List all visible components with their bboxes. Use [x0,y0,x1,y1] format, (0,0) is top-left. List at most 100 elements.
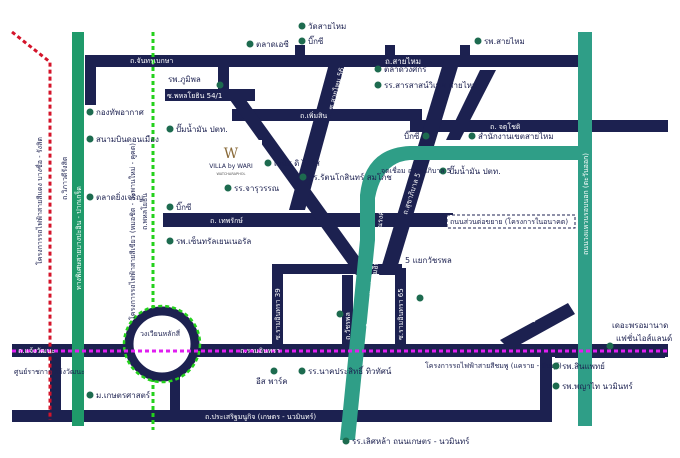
road-lower-mid-connector [170,355,180,415]
poi-dot-samnakngan [468,132,476,140]
poi-dot-bigc-top [298,37,306,45]
road-wacharapol-lower [342,275,353,350]
road-sukhaphiban-5 [379,60,460,275]
road-phahon-541 [165,89,255,101]
road-thepharak [163,213,453,227]
label-ptt-left: ปั๊มน้ำมัน ปตท. [176,123,228,134]
label-samnakngan: สำนักงานเขตสายไหม [478,132,554,141]
road-top-stub-3 [460,45,470,59]
label-bigc-right: บิ๊กซี [404,130,420,141]
label-kanchana: ทางพิเศษสายบางปะอิน - ปากเกร็ด [74,186,83,290]
expressway-kanchana-left [72,32,84,426]
poi-markers [86,22,614,445]
poi-dot-bigc-left [166,203,174,211]
label-ramintra: ถ.รามอินทรา [240,347,280,355]
label-thepharak: ถ. เทพรักษ์ [210,217,243,225]
label-talad-dong: ตลาดวงศกร [384,65,427,74]
road-theptarak-diag [446,70,496,140]
road-ramintra-39 [272,268,283,348]
label-talad-or: ตลาดเอซี [256,40,289,49]
label-phyathai: รพ.พญาไท นวมินทร์ [562,381,634,391]
label-yingcharoen: ตลาดยิ่งเจริญ [96,191,143,202]
poi-dot-ptt-left [166,125,174,133]
poi-dot-ruamkasikorn [299,173,307,181]
road-network [12,45,668,422]
poi-dot-central [166,237,174,245]
label-phahon-vertical: ถ.พหลโยธิน [140,193,149,230]
label-wiphawadi: ถ.วิภาวดีรังสิต [61,156,69,200]
label-kong-tap: กองทัพอากาศ [96,108,144,117]
label-pimsin: ถ.เพิ่มสิน [300,111,327,120]
poi-dot-phyathai [552,382,560,390]
label-ptt-right: ปั๊มน้ำมัน ปตท. [449,165,501,176]
label-chan-rueng: ถ.จันทรุเบกษา [130,57,173,65]
label-wat-sai-mai: วัดสายไหม [308,22,346,31]
future-road-outline [446,214,576,229]
label-bigc-top: บิ๊กซี [308,35,324,46]
road-phahon-vertical [85,55,96,105]
label-fashion: แฟชั่นไอส์แลนด์ [616,332,672,343]
label-wongwian: วงเวียนหลักสี่ [140,329,181,338]
label-esplanade: อีส พาร์ค [256,376,288,386]
poi-dot-donmuang [86,135,94,143]
label-5-yaek: 5 แยกวัชรพล [405,256,452,265]
label-phahon-541: ซ.พหลโยธิน 54/1 [167,91,222,100]
road-khubon [500,303,575,350]
poi-dot-bigc-right [422,132,430,140]
road-5-yaek [272,264,402,274]
label-donmuang: สนามบินดอนเมือง [96,135,159,144]
rail-lines [11,30,668,430]
label-red-line: โครงการรถไฟฟ้าสายสีแดง บางซื่อ - รังสิต [35,137,44,265]
road-phahon-541-vertical [218,65,229,97]
poi-dot-rp-sai-mai [474,37,482,45]
expressways [72,32,592,440]
label-lat-phrao: รร.เลิศหล้า ถนนเกษตร - นวมินทร์ [352,436,470,446]
poi-dot-fashion [606,342,614,350]
label-ramintra65: ซ.รามอินทรา 65 [397,288,405,340]
label-kaset-nawamin: ถ.ประเสริฐมนูกิจ (เกษตร - นวมินทร์) [205,413,316,421]
poi-dot-ramintra65 [336,310,344,318]
wongwian-circle [124,306,200,382]
red-line-track [11,30,52,420]
logo-name: VILLA by WARI [209,163,253,170]
poi-dot-yingcharoen [86,193,94,201]
poi-dot-wenis [264,159,272,167]
road-sai-mai-56 [289,60,346,210]
label-bigc-left: บิ๊กซี [176,201,192,212]
label-kasetsart: ม.เกษตรศาสตร์ [96,390,151,400]
logo-box [200,140,262,176]
label-jaruwan: รร.จารุวรรณ [234,184,280,193]
expressway-kanchanaphisek-right [578,32,592,426]
label-sun-ratchakan: ศูนย์ราชการ แจ้งวัฒนะ [14,368,85,376]
label-synphaet: รพ.สินแพทย์ [562,361,605,371]
label-future-road: ถนนส่วนต่อขยาย (โครงการในอนาคต) [450,217,568,226]
label-sai-mai: ถ.สายไหม [385,57,421,66]
poi-dot-wat [298,22,306,30]
poi-dot-lat-phrao [342,437,350,445]
label-central: รพ.เซ็นทรัลเยนเนอรัล [176,236,251,246]
label-changwattana: ถ.แจ้งวัฒนะ [18,347,56,355]
road-kaset-nawamin [12,410,552,422]
label-rs-ramintra: รร.นาคประสิทธิ์ ทิวทัศน์ [308,365,392,376]
poi-dot-ptt-right [439,167,447,175]
poi-dot-kasetsart [86,391,94,399]
road-top-stub-1 [295,45,305,59]
poi-dot-synphaet [552,362,560,370]
label-phumiphon: รพ.ภูมิพล [168,75,201,85]
poi-dot-rs-ramintra [298,367,306,375]
label-ruamkasikorn: รร.รัตนโกสินทร์ สมโภช [309,172,392,182]
road-ramintra-65 [395,268,406,348]
label-wenis: เวนิส ดิ ไอริส [274,159,320,168]
label-the-promenade: เดอะพรอมานาด [612,321,668,330]
label-sarasas: รร.สารสาสน์วิเทศ สายไหม [384,80,477,90]
label-tawanok: ถนนวงแหวนรอบนอก (ตะวันออก) [582,153,590,255]
poi-dot-esplanade [270,367,278,375]
poi-dot-phumiphon [216,81,224,89]
label-wacharapol-lower: ถ.วัชรพล [344,312,352,340]
poi-dot-talad-dong [374,65,382,73]
label-pink-line: โครงการรถไฟฟ้าสายสีชมพู (แคราย - มีนบุรี… [425,361,562,370]
transit-labels: โครงการรถไฟฟ้าสายสีแดง บางซื่อ - รังสิต … [35,137,562,370]
poi-dot-sarasas [374,81,382,89]
